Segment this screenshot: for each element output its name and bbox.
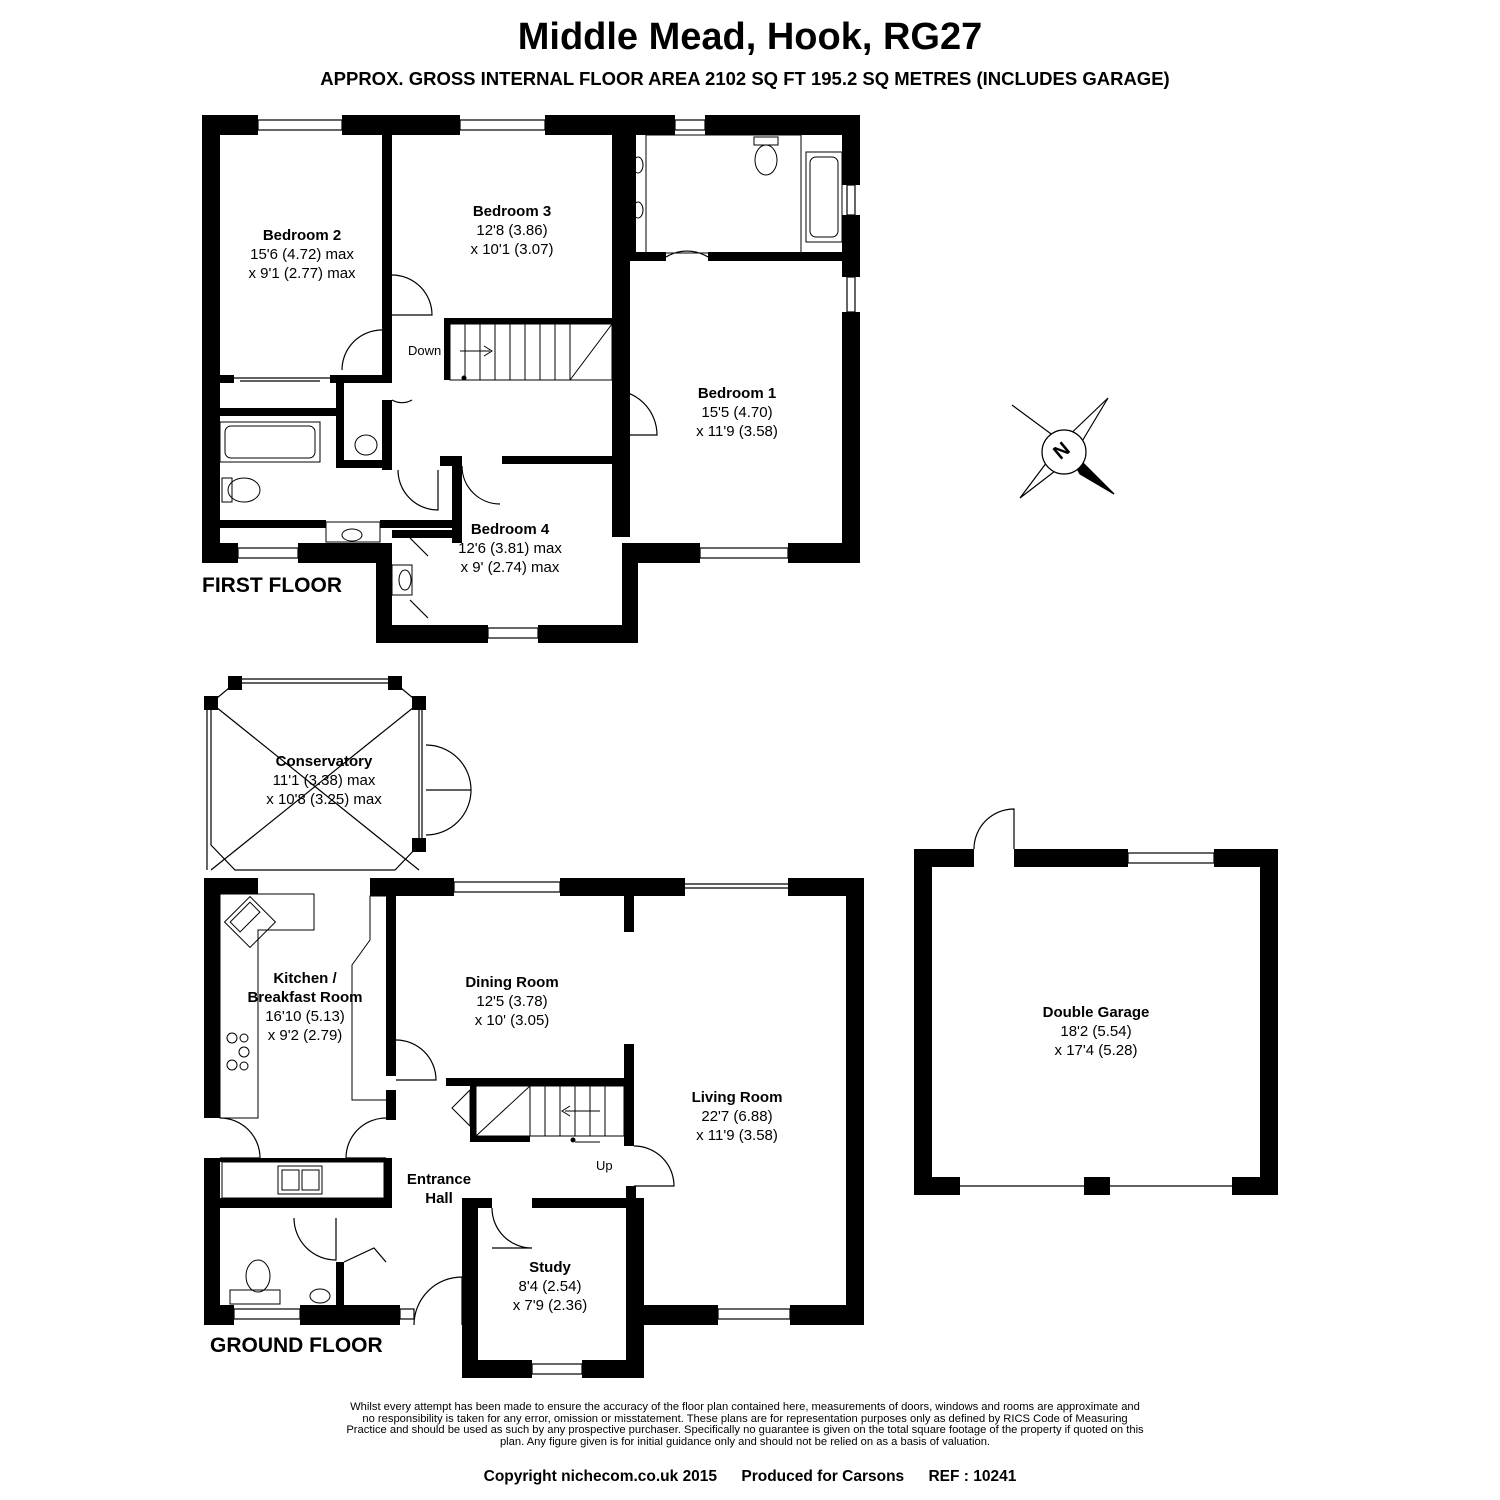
- room-dimension: x 17'4 (5.28): [1054, 1042, 1138, 1059]
- room-dimension: x 9'1 (2.77) max: [248, 265, 356, 282]
- room-dimension: 16'10 (5.13): [265, 1008, 345, 1025]
- first-floor-walls: [202, 115, 860, 643]
- room-name: Dining Room: [465, 974, 559, 991]
- room-label-entrance-hall: Entrance Hall: [407, 1170, 471, 1208]
- room-name: Entrance: [406, 1171, 472, 1188]
- room-label-bedroom-3: Bedroom 3 12'8 (3.86) x 10'1 (3.07): [471, 202, 554, 259]
- room-dimension: x 10' (3.05): [474, 1012, 550, 1029]
- room-label-bedroom-1: Bedroom 1 15'5 (4.70) x 11'9 (3.58): [696, 384, 778, 441]
- room-dimension: 18'2 (5.54): [1060, 1023, 1132, 1040]
- room-label-double-garage: Double Garage 18'2 (5.54) x 17'4 (5.28): [1043, 1003, 1150, 1060]
- room-dimension: 12'5 (3.78): [476, 993, 548, 1010]
- room-label-kitchen: Kitchen / Breakfast Room 16'10 (5.13) x …: [247, 969, 362, 1045]
- room-name: Kitchen /: [273, 970, 337, 987]
- room-dimension: 22'7 (6.88): [701, 1108, 773, 1125]
- ground-floor-fittings: [219, 893, 625, 1305]
- room-label-dining-room: Dining Room 12'5 (3.78) x 10' (3.05): [465, 973, 558, 1030]
- room-label-conservatory: Conservatory 11'1 (3.38) max x 10'8 (3.2…: [266, 752, 381, 809]
- first-floor-label: FIRST FLOOR: [202, 574, 342, 597]
- ground-floor-glazing: [206, 678, 791, 1375]
- room-name: Bedroom 2: [262, 227, 342, 244]
- copyright-line: Copyright nichecom.co.uk 2015 Produced f…: [0, 1468, 1500, 1486]
- room-name: Hall: [425, 1190, 453, 1207]
- room-label-study: Study 8'4 (2.54) x 7'9 (2.36): [513, 1258, 588, 1315]
- stairs-up-label: Up: [596, 1158, 613, 1173]
- room-dimension: x 10'1 (3.07): [470, 241, 554, 258]
- room-label-bedroom-2: Bedroom 2 15'6 (4.72) max x 9'1 (2.77) m…: [248, 226, 355, 283]
- room-name: Study: [529, 1259, 571, 1276]
- room-dimension: 11'1 (3.38) max: [272, 772, 376, 789]
- room-dimension: x 11'9 (3.58): [696, 423, 778, 440]
- room-name: Bedroom 4: [470, 521, 550, 538]
- stairs-down-label: Down: [408, 343, 442, 358]
- room-dimension: x 9'2 (2.79): [267, 1027, 343, 1044]
- room-name: Breakfast Room: [247, 989, 363, 1006]
- ground-floor-doors: [219, 1039, 675, 1326]
- room-name: Conservatory: [275, 753, 373, 770]
- ground-floor-label: GROUND FLOOR: [210, 1334, 383, 1357]
- room-dimension: 12'8 (3.86): [476, 222, 548, 239]
- first-floor-windows: [234, 119, 856, 639]
- room-dimension: x 11'9 (3.58): [696, 1127, 778, 1144]
- first-floor-doors: [341, 250, 709, 619]
- room-name: Bedroom 3: [472, 203, 552, 220]
- room-dimension: 8'4 (2.54): [518, 1278, 582, 1295]
- room-name: Double Garage: [1042, 1004, 1150, 1021]
- room-name: Bedroom 1: [697, 385, 777, 402]
- ground-floor-walls: [204, 676, 864, 1378]
- room-label-bedroom-4: Bedroom 4 12'6 (3.81) max x 9' (2.74) ma…: [458, 520, 562, 577]
- room-dimension: x 10'8 (3.25) max: [266, 791, 382, 808]
- room-dimension: 15'5 (4.70): [701, 404, 773, 421]
- room-label-living-room: Living Room 22'7 (6.88) x 11'9 (3.58): [692, 1088, 783, 1145]
- room-dimension: 12'6 (3.81) max: [458, 540, 562, 557]
- room-dimension: x 9' (2.74) max: [460, 559, 560, 576]
- room-dimension: x 7'9 (2.36): [512, 1297, 588, 1314]
- plan-title: Middle Mead, Hook, RG27: [517, 16, 983, 58]
- room-dimension: 15'6 (4.72) max: [250, 246, 354, 263]
- first-floor-fittings: [219, 134, 843, 596]
- copyright-text: Copyright nichecom.co.uk 2015: [483, 1468, 718, 1485]
- produced-for-text: Produced for Carsons: [741, 1468, 905, 1485]
- garage-walls: [914, 849, 1278, 1195]
- compass-rose: [1011, 397, 1115, 499]
- room-name: Living Room: [691, 1089, 783, 1106]
- garage-openings: [960, 808, 1232, 1187]
- reference-text: REF : 10241: [928, 1468, 1017, 1485]
- floor-area-subtitle: APPROX. GROSS INTERNAL FLOOR AREA 2102 S…: [320, 68, 1170, 89]
- disclaimer-text: Whilst every attempt has been made to en…: [346, 1401, 1144, 1448]
